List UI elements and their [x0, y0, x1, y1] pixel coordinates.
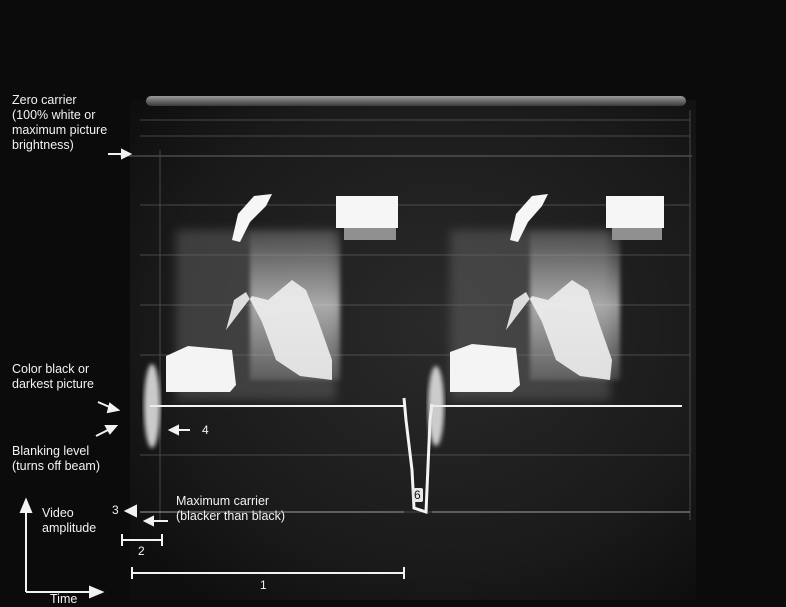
marker-1: 1 [260, 578, 267, 592]
label-color-black: Color black or darkest picture [12, 362, 94, 392]
arrow-zero-carrier [108, 150, 130, 158]
arrow-color-black [98, 402, 118, 412]
label-blanking-level: Blanking level (turns off beam) [12, 444, 100, 474]
marker-4: 4 [202, 423, 209, 437]
marker-2: 2 [138, 544, 145, 558]
marker-6: 6 [412, 488, 423, 502]
marker-3: 3 [112, 503, 119, 517]
label-video-amplitude: Video amplitude [42, 506, 96, 536]
label-maximum-carrier: Maximum carrier (blacker than black) [176, 494, 285, 524]
arrow-blanking-level [96, 426, 116, 436]
sync-pulse-left [144, 364, 160, 448]
label-time-axis: Time [50, 592, 77, 607]
sync-pulse-right [428, 366, 444, 446]
scope-bezel-top [146, 96, 686, 106]
label-zero-carrier: Zero carrier (100% white or maximum pict… [12, 93, 107, 153]
arrow-marker-3 [126, 506, 136, 516]
